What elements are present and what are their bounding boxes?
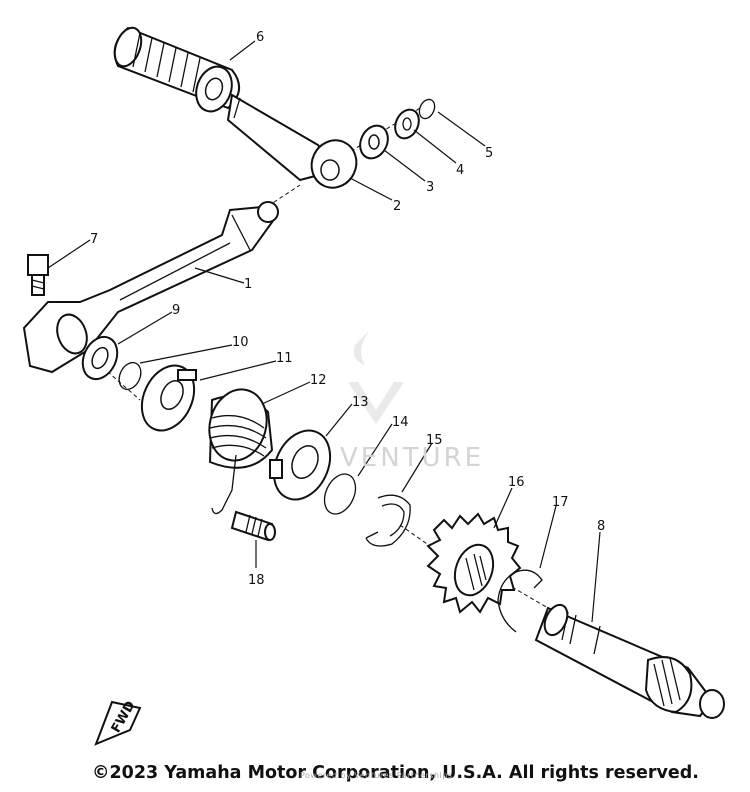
part-kick-axle xyxy=(534,603,725,719)
part-kick-arm-tip xyxy=(226,93,358,189)
callout-15: 15 xyxy=(426,433,443,448)
callout-6: 6 xyxy=(256,30,264,45)
callout-7: 7 xyxy=(90,232,98,247)
callout-8: 8 xyxy=(597,519,605,534)
callout-17: 17 xyxy=(552,495,569,510)
fwd-arrow-badge: FWD xyxy=(94,699,142,746)
callout-2: 2 xyxy=(393,199,401,214)
part-circlip-large xyxy=(497,569,543,633)
callout-9: 9 xyxy=(172,303,180,318)
callout-18: 18 xyxy=(248,573,265,588)
callout-16: 16 xyxy=(508,475,525,490)
part-washer xyxy=(394,108,420,140)
copyright-notice: ©2023 Yamaha Motor Corporation, U.S.A. A… xyxy=(92,763,699,783)
callout-5: 5 xyxy=(485,146,493,161)
callout-numbers: 6 5 4 3 2 7 1 9 10 11 12 13 14 15 16 17 … xyxy=(90,30,605,588)
callout-3: 3 xyxy=(426,180,434,195)
callout-13: 13 xyxy=(352,395,369,410)
callout-4: 4 xyxy=(456,163,464,178)
leader-lines xyxy=(47,40,601,623)
callout-11: 11 xyxy=(276,351,293,366)
watermark-logo xyxy=(348,330,404,424)
part-oil-seal xyxy=(81,335,119,381)
watermark-subtext: Powered by Ventures Partnerships xyxy=(300,771,453,780)
part-seal xyxy=(359,124,389,160)
part-guide-plate xyxy=(269,429,332,501)
part-kick-gear xyxy=(426,512,522,614)
part-circlip-small xyxy=(118,361,142,391)
callout-14: 14 xyxy=(392,415,409,430)
part-pin xyxy=(230,510,276,542)
callout-10: 10 xyxy=(232,335,249,350)
part-kick-crank xyxy=(22,201,279,374)
part-circlip xyxy=(418,98,436,120)
part-grip xyxy=(113,26,240,113)
watermark-text: VENTURE xyxy=(340,443,485,473)
callout-1: 1 xyxy=(244,277,252,292)
callout-12: 12 xyxy=(310,373,327,388)
part-bolt xyxy=(27,254,49,296)
part-ratchet-clip xyxy=(365,494,411,547)
part-circlip-mid xyxy=(323,473,357,515)
part-spring-guide xyxy=(140,364,197,432)
part-kick-spring xyxy=(208,388,274,515)
